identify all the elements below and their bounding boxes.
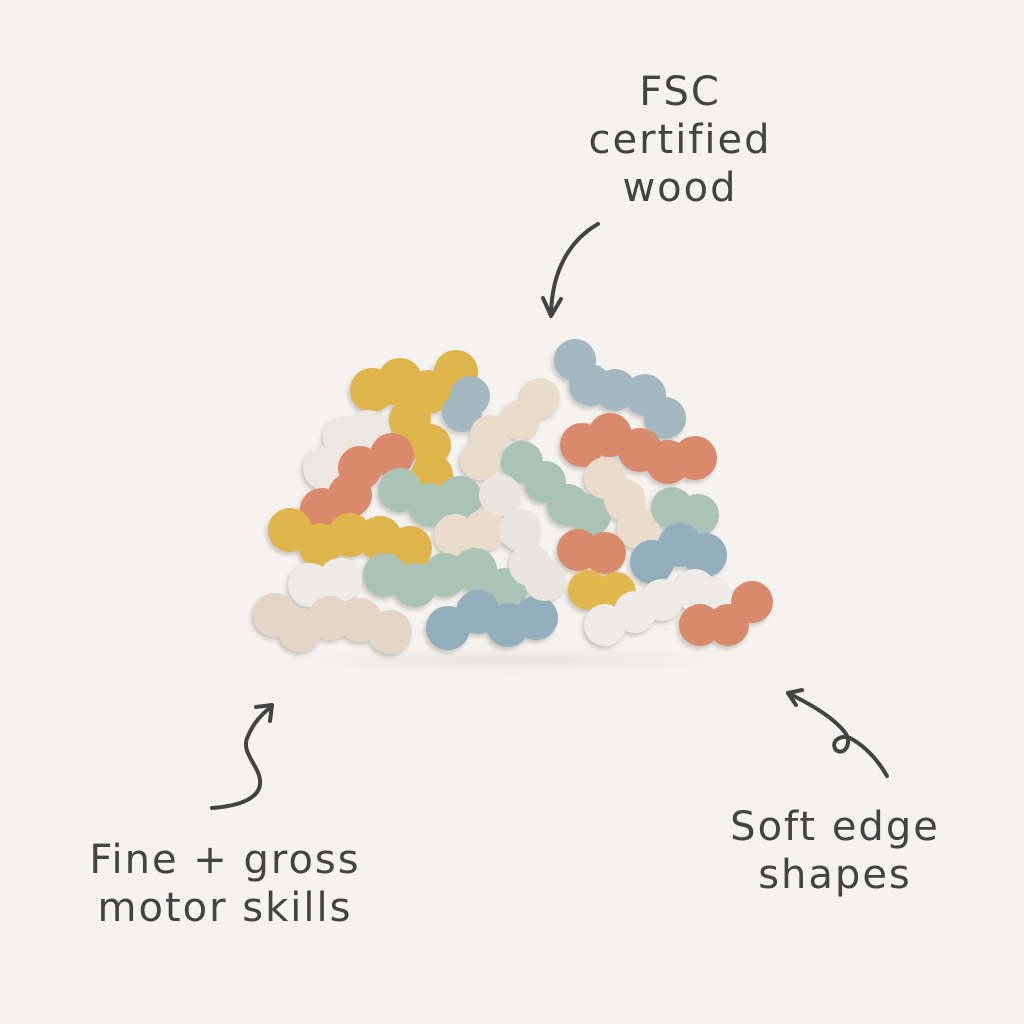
soft-line-2: shapes [758, 852, 912, 898]
fsc-line-2: certified [588, 117, 772, 163]
fsc-line-1: FSC [639, 69, 721, 115]
motor-line-2: motor skills [97, 885, 353, 931]
motor-line-1: Fine + gross [89, 837, 361, 883]
soft-edge-label: Soft edge shapes [700, 803, 970, 899]
fsc-line-3: wood [622, 165, 738, 211]
soft-line-1: Soft edge [730, 804, 940, 850]
motor-skills-label: Fine + gross motor skills [70, 836, 380, 932]
fsc-certified-label: FSC certified wood [560, 68, 800, 212]
